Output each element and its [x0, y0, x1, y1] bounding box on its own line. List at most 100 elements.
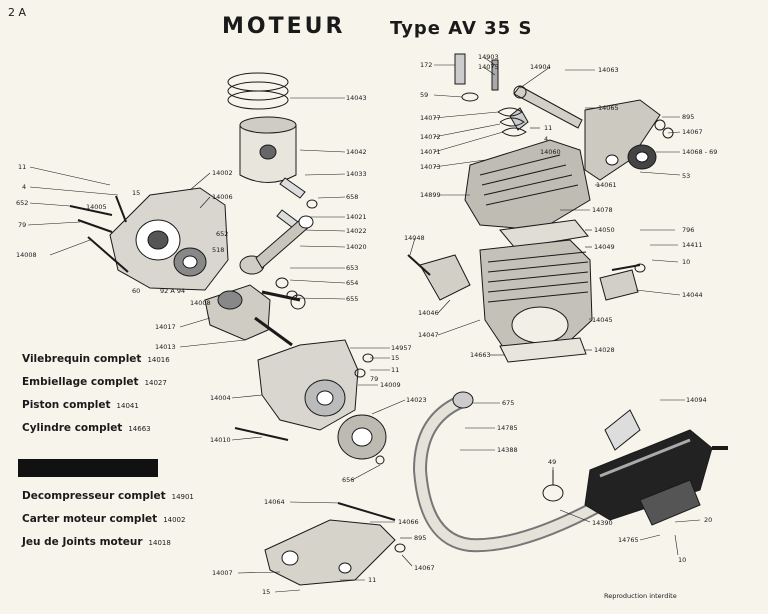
- part-label: 14904: [530, 63, 551, 71]
- reproduction-notice: Reproduction interdite: [604, 592, 677, 600]
- part-label: 14068 - 69: [682, 148, 718, 156]
- part-label: 14022: [346, 227, 367, 235]
- cylinder: [479, 239, 593, 351]
- engine-type-subtitle: Type AV 35 S: [390, 18, 533, 39]
- part-label: 11: [391, 366, 400, 374]
- part-label: 14023: [406, 396, 427, 404]
- piston: [239, 116, 297, 183]
- part-label: 14067: [414, 564, 435, 572]
- part-label: 796: [682, 226, 695, 234]
- assembly-code: 14027: [144, 379, 167, 387]
- part-label: 20: [704, 516, 713, 524]
- crankcase-right-half: [234, 339, 359, 441]
- assembly-item: Embiellage complet 14027: [22, 376, 167, 388]
- part-label: 14067: [682, 128, 703, 136]
- assembly-name: Decompresseur complet: [22, 490, 166, 502]
- decompressor-lever: [513, 85, 583, 129]
- assembly-code: 14041: [116, 402, 139, 410]
- part-label: 14004: [210, 394, 231, 402]
- part-label: 675: [502, 399, 515, 407]
- leader-lines: [27, 57, 701, 593]
- part-label: 14071: [420, 148, 441, 156]
- part-label: 14042: [346, 148, 367, 156]
- part-label: 14010: [210, 436, 231, 444]
- part-label: 92 A 94: [160, 287, 186, 295]
- part-label: 53: [682, 172, 691, 180]
- assembly-item: Carter moteur complet 14002: [22, 513, 185, 525]
- part-label: 14028: [594, 346, 615, 354]
- piston-rings: [227, 72, 289, 110]
- part-label: 14903: [478, 53, 499, 61]
- part-label: 14033: [346, 170, 367, 178]
- head-gasket: [499, 219, 589, 249]
- part-label: 14078: [592, 206, 613, 214]
- part-label: 14017: [155, 323, 176, 331]
- part-label: 60: [132, 287, 141, 295]
- assembly-code: 14002: [163, 516, 186, 524]
- part-label: 172: [420, 61, 433, 69]
- crankshaft: [204, 284, 306, 347]
- assembly-name: Jeu de Joints moteur: [22, 536, 143, 548]
- connecting-rod: [239, 215, 314, 275]
- part-label: 14072: [420, 133, 441, 141]
- intake-flange: [407, 254, 471, 301]
- assembly-name: Carter moteur complet: [22, 513, 158, 525]
- assembly-name: Cylindre complet: [22, 422, 123, 434]
- part-label: 14020: [346, 243, 367, 251]
- part-label: 14006: [212, 193, 233, 201]
- assembly-name: Piston complet: [22, 399, 111, 411]
- part-label: 655: [346, 295, 359, 303]
- silencer: [584, 409, 728, 521]
- part-label: 14009: [380, 381, 401, 389]
- part-label: 14060: [540, 148, 561, 156]
- part-label: 14065: [598, 104, 619, 112]
- part-label: 656: [342, 476, 355, 484]
- part-label: 79: [370, 375, 379, 383]
- part-label: 14045: [592, 316, 613, 324]
- part-label: 14043: [346, 94, 367, 102]
- part-label: 654: [346, 279, 359, 287]
- part-label: 14073: [420, 163, 441, 171]
- part-label: 895: [682, 113, 695, 121]
- part-label: 14765: [618, 536, 639, 544]
- part-label: 11: [544, 124, 553, 132]
- cylinder-head: [464, 139, 591, 231]
- assembly-code: 14901: [171, 493, 194, 501]
- part-label: 49: [548, 458, 557, 466]
- page-number: 2 A: [8, 6, 27, 19]
- part-label: 4: [544, 135, 549, 143]
- part-label: 14785: [497, 424, 518, 432]
- part-label: 14390: [592, 519, 613, 527]
- assembly-item: Decompresseur complet 14901: [22, 490, 194, 502]
- flywheel-drum: [337, 414, 387, 465]
- assembly-item: Piston complet 14041: [22, 399, 139, 411]
- part-label: 653: [346, 264, 359, 272]
- part-label: 14044: [682, 291, 703, 299]
- part-label: 15: [262, 588, 271, 596]
- part-label: 10: [682, 258, 691, 266]
- part-label: 15: [132, 189, 141, 197]
- part-label: 10: [678, 556, 687, 564]
- exhaust-flange: [599, 263, 646, 301]
- part-label: 895: [414, 534, 427, 542]
- part-label: 4: [22, 183, 27, 191]
- part-label: 14013: [155, 343, 176, 351]
- engine-mount-bracket: [264, 502, 406, 586]
- gudgeon-pin: [276, 177, 318, 229]
- part-label: 14411: [682, 241, 703, 249]
- part-label: 14005: [86, 203, 107, 211]
- assembly-name: Embiellage complet: [22, 376, 139, 388]
- assembly-name: Vilebrequin complet: [22, 353, 142, 365]
- part-label: 14388: [497, 446, 518, 454]
- assembly-code: 14663: [128, 425, 151, 433]
- part-label: 14957: [391, 344, 412, 352]
- part-label: 14007: [212, 569, 233, 577]
- exhaust-clamp: [542, 470, 564, 502]
- part-label: 14046: [418, 309, 439, 317]
- crankcase-left-half: [109, 187, 229, 291]
- part-label: 14077: [420, 114, 441, 122]
- part-label: 14002: [212, 169, 233, 177]
- part-label: 14049: [594, 243, 615, 251]
- part-label: 11: [18, 163, 27, 171]
